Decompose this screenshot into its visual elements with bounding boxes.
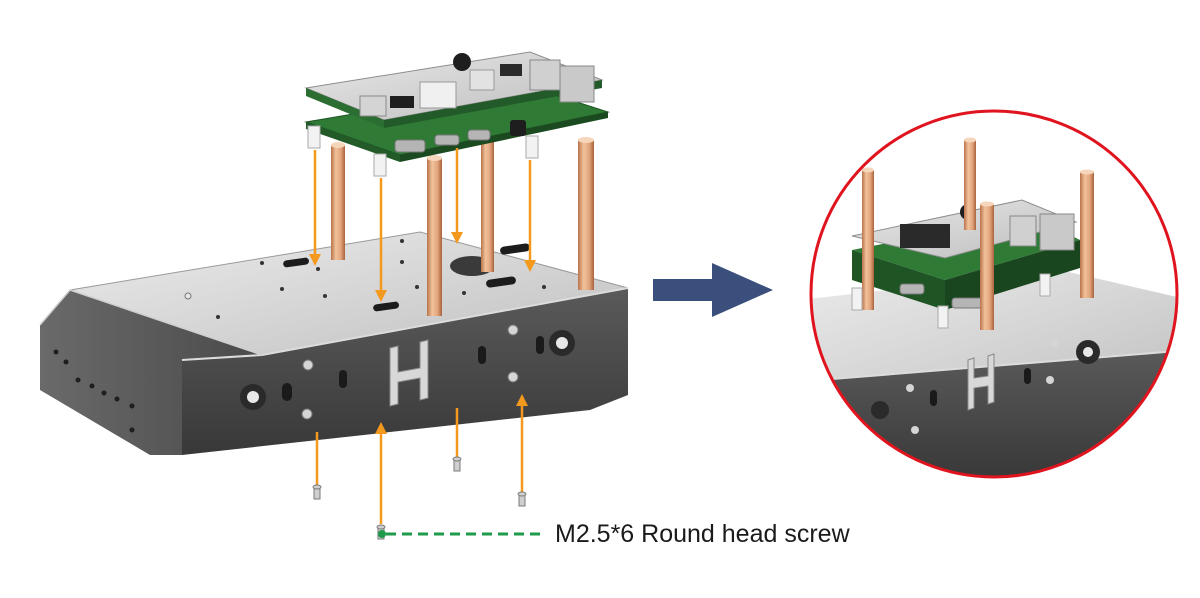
standoff [331, 145, 345, 260]
screw-callout [378, 530, 544, 538]
chassis-left-face [40, 290, 262, 455]
standoff [481, 140, 494, 272]
front-face-details [240, 324, 575, 420]
side-face-holes [53, 349, 135, 433]
standoff [427, 158, 442, 316]
chassis [39, 231, 629, 455]
screw-label: M2.5*6 Round head screw [555, 520, 850, 548]
zoom-detail-view [809, 109, 1179, 479]
orange-arrows [309, 148, 536, 524]
right-arrow-icon [653, 263, 773, 317]
copper-standoffs [331, 137, 594, 316]
screw-icon [312, 456, 527, 540]
highlight-circle [809, 109, 1179, 479]
controller-board-assembly [304, 51, 610, 177]
standoff [578, 140, 594, 290]
